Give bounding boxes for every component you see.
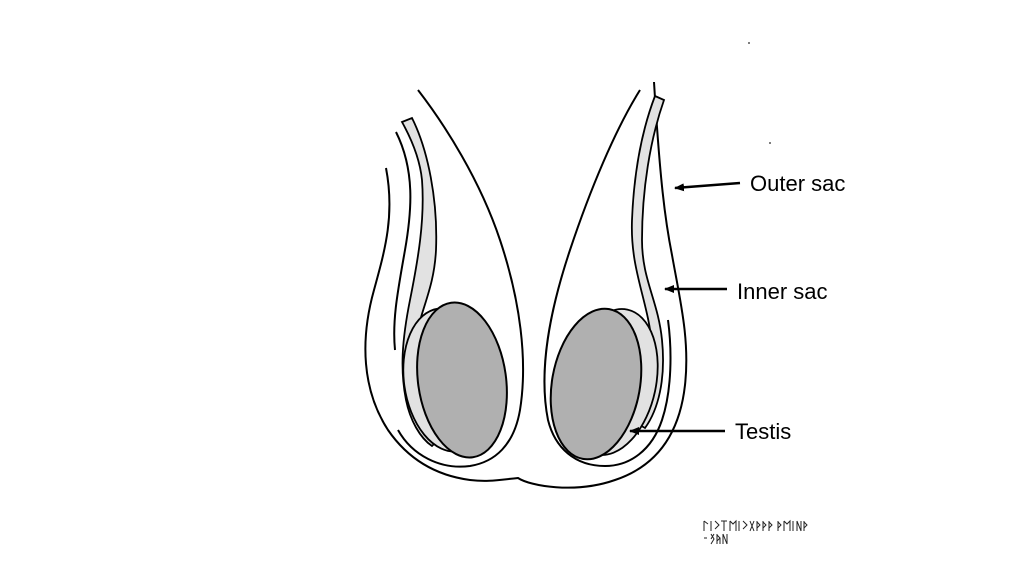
outer-sac-arrow [674,181,741,192]
left-pouch-inner-wall [397,89,525,468]
speck [769,142,771,144]
signature-mark [703,519,808,545]
testis-label: Testis [735,419,792,444]
speck [748,42,750,44]
right-testis [549,307,643,461]
right-pouch-inner-wall [543,89,672,468]
inner-sac-label: Inner sac [737,279,828,304]
outer-sac-label: Outer sac [750,171,846,196]
outer-sac-outline [364,81,688,489]
left-testis [416,301,508,459]
left-outer-fold [393,131,412,351]
